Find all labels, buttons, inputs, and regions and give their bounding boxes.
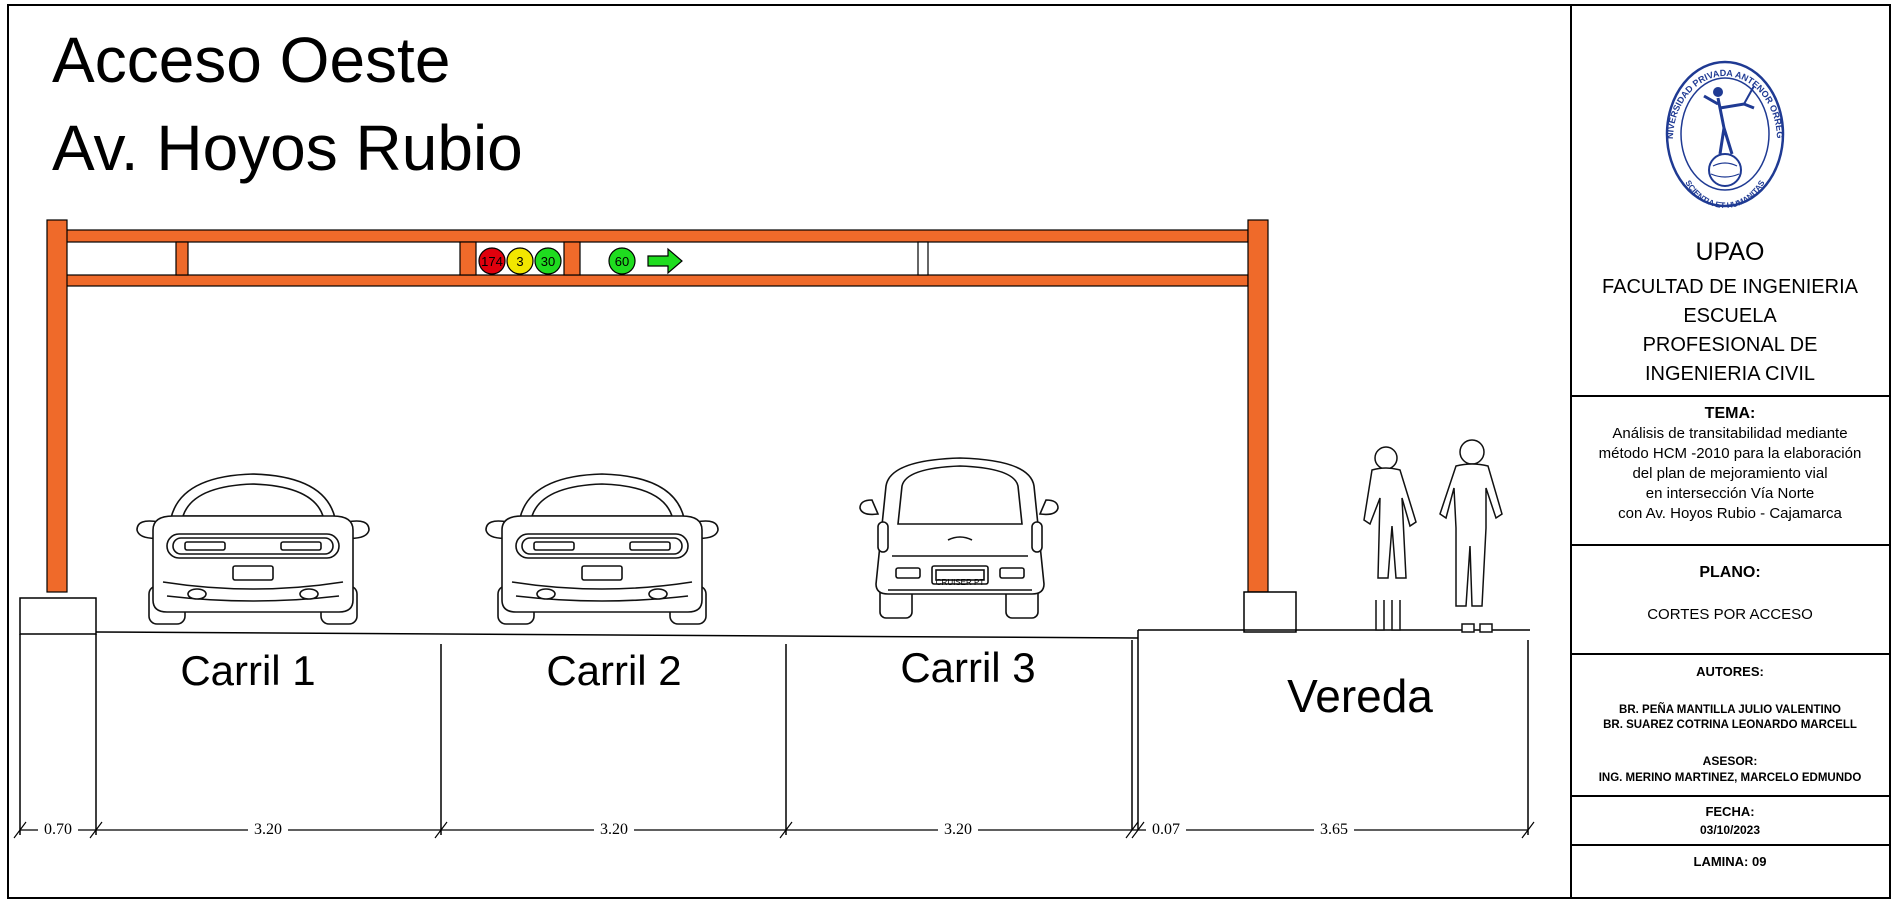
gantry-strut — [459, 241, 477, 276]
signal-red-light — [478, 247, 506, 275]
pedestrian-signal-value: 60 — [615, 254, 629, 269]
right-arrow-icon — [647, 247, 683, 275]
dimension-value: 0.70 — [44, 821, 72, 838]
lane-label: Carril 2 — [546, 647, 681, 694]
signal-red-value: 174 — [481, 254, 503, 269]
tema-label: TEMA: — [1705, 405, 1756, 422]
title-block — [1571, 395, 1890, 846]
pedestrian-icon — [1439, 439, 1503, 633]
tema-line: del plan de mejoramiento vial — [1632, 465, 1827, 482]
fecha-value: 03/10/2023 — [1700, 823, 1760, 837]
signal-green-light — [534, 247, 562, 275]
dimension-value: 3.20 — [600, 821, 628, 838]
gantry-bottom-beam — [47, 274, 1249, 287]
dimension-value: 0.07 — [1152, 821, 1180, 838]
signal-yellow-value: 3 — [516, 254, 523, 269]
lamina-label: LAMINA: 09 — [1694, 854, 1767, 869]
traffic-signal: 174 3 30 60 — [478, 247, 683, 275]
dimension-value: 3.65 — [1320, 821, 1348, 838]
seal-bottom-text: SCIENTIA ET HUMANITAS — [1683, 178, 1767, 210]
dimension-values: 0.70 3.20 3.20 3.20 0.07 3.65 — [38, 821, 1354, 838]
tema-line: con Av. Hoyos Rubio - Cajamarca — [1618, 505, 1842, 522]
sheet-border — [7, 4, 1891, 899]
car-rear-view — [136, 473, 370, 625]
faculty-name: FACULTAD DE INGENIERIA — [1602, 276, 1859, 298]
gantry-strut — [175, 241, 189, 276]
sidewalk-label: Vereda — [1287, 670, 1433, 722]
signal-yellow-light — [506, 247, 534, 275]
svg-text:SCIENTIA ET HUMANITAS: SCIENTIA ET HUMANITAS — [1683, 178, 1767, 210]
left-footing — [19, 597, 97, 635]
pedestrian-icon — [1363, 446, 1417, 631]
gantry-left-post — [46, 219, 68, 593]
tema-line: en intersección Vía Norte — [1646, 485, 1814, 502]
signal-gantry — [46, 219, 1269, 593]
fecha-label: FECHA: — [1705, 804, 1754, 819]
title-line-2: Av. Hoyos Rubio — [52, 112, 523, 184]
car-rear-view — [485, 473, 719, 625]
gantry-strut — [563, 241, 581, 276]
suv-rear-view: CRUISER PT — [859, 457, 1059, 619]
right-footing — [1243, 591, 1297, 633]
asesor-label: ASESOR: — [1703, 754, 1758, 768]
gantry-strut — [917, 241, 929, 276]
pedestrian-signal-light — [608, 247, 636, 275]
author-name: BR. SUAREZ COTRINA LEONARDO MARCELL — [1603, 719, 1857, 731]
gantry-right-post — [1247, 219, 1269, 593]
dimension-line — [13, 821, 1535, 839]
signal-green-value: 30 — [541, 254, 555, 269]
dimension-value: 3.20 — [254, 821, 282, 838]
school-line: INGENIERIA CIVIL — [1645, 363, 1815, 385]
tema-line: Análisis de transitabilidad mediante — [1612, 425, 1847, 442]
autores-label: AUTORES: — [1696, 664, 1764, 679]
school-line: ESCUELA — [1683, 305, 1777, 327]
plano-label: PLANO: — [1699, 564, 1760, 581]
author-name: BR. PEÑA MANTILLA JULIO VALENTINO — [1619, 703, 1841, 716]
plano-value: CORTES POR ACCESO — [1647, 606, 1813, 623]
lane-label: Carril 1 — [180, 647, 315, 694]
dimension-value: 3.20 — [944, 821, 972, 838]
tema-line: método HCM -2010 para la elaboración — [1599, 445, 1862, 462]
institution-name: UPAO — [1696, 238, 1765, 266]
gantry-top-beam — [47, 229, 1249, 243]
license-plate: CRUISER PT — [936, 578, 985, 587]
lane-label: Carril 3 — [900, 644, 1035, 691]
asesor-name: ING. MERINO MARTINEZ, MARCELO EDMUNDO — [1599, 772, 1862, 784]
school-line: PROFESIONAL DE — [1643, 334, 1818, 356]
title-line-1: Acceso Oeste — [52, 24, 450, 96]
